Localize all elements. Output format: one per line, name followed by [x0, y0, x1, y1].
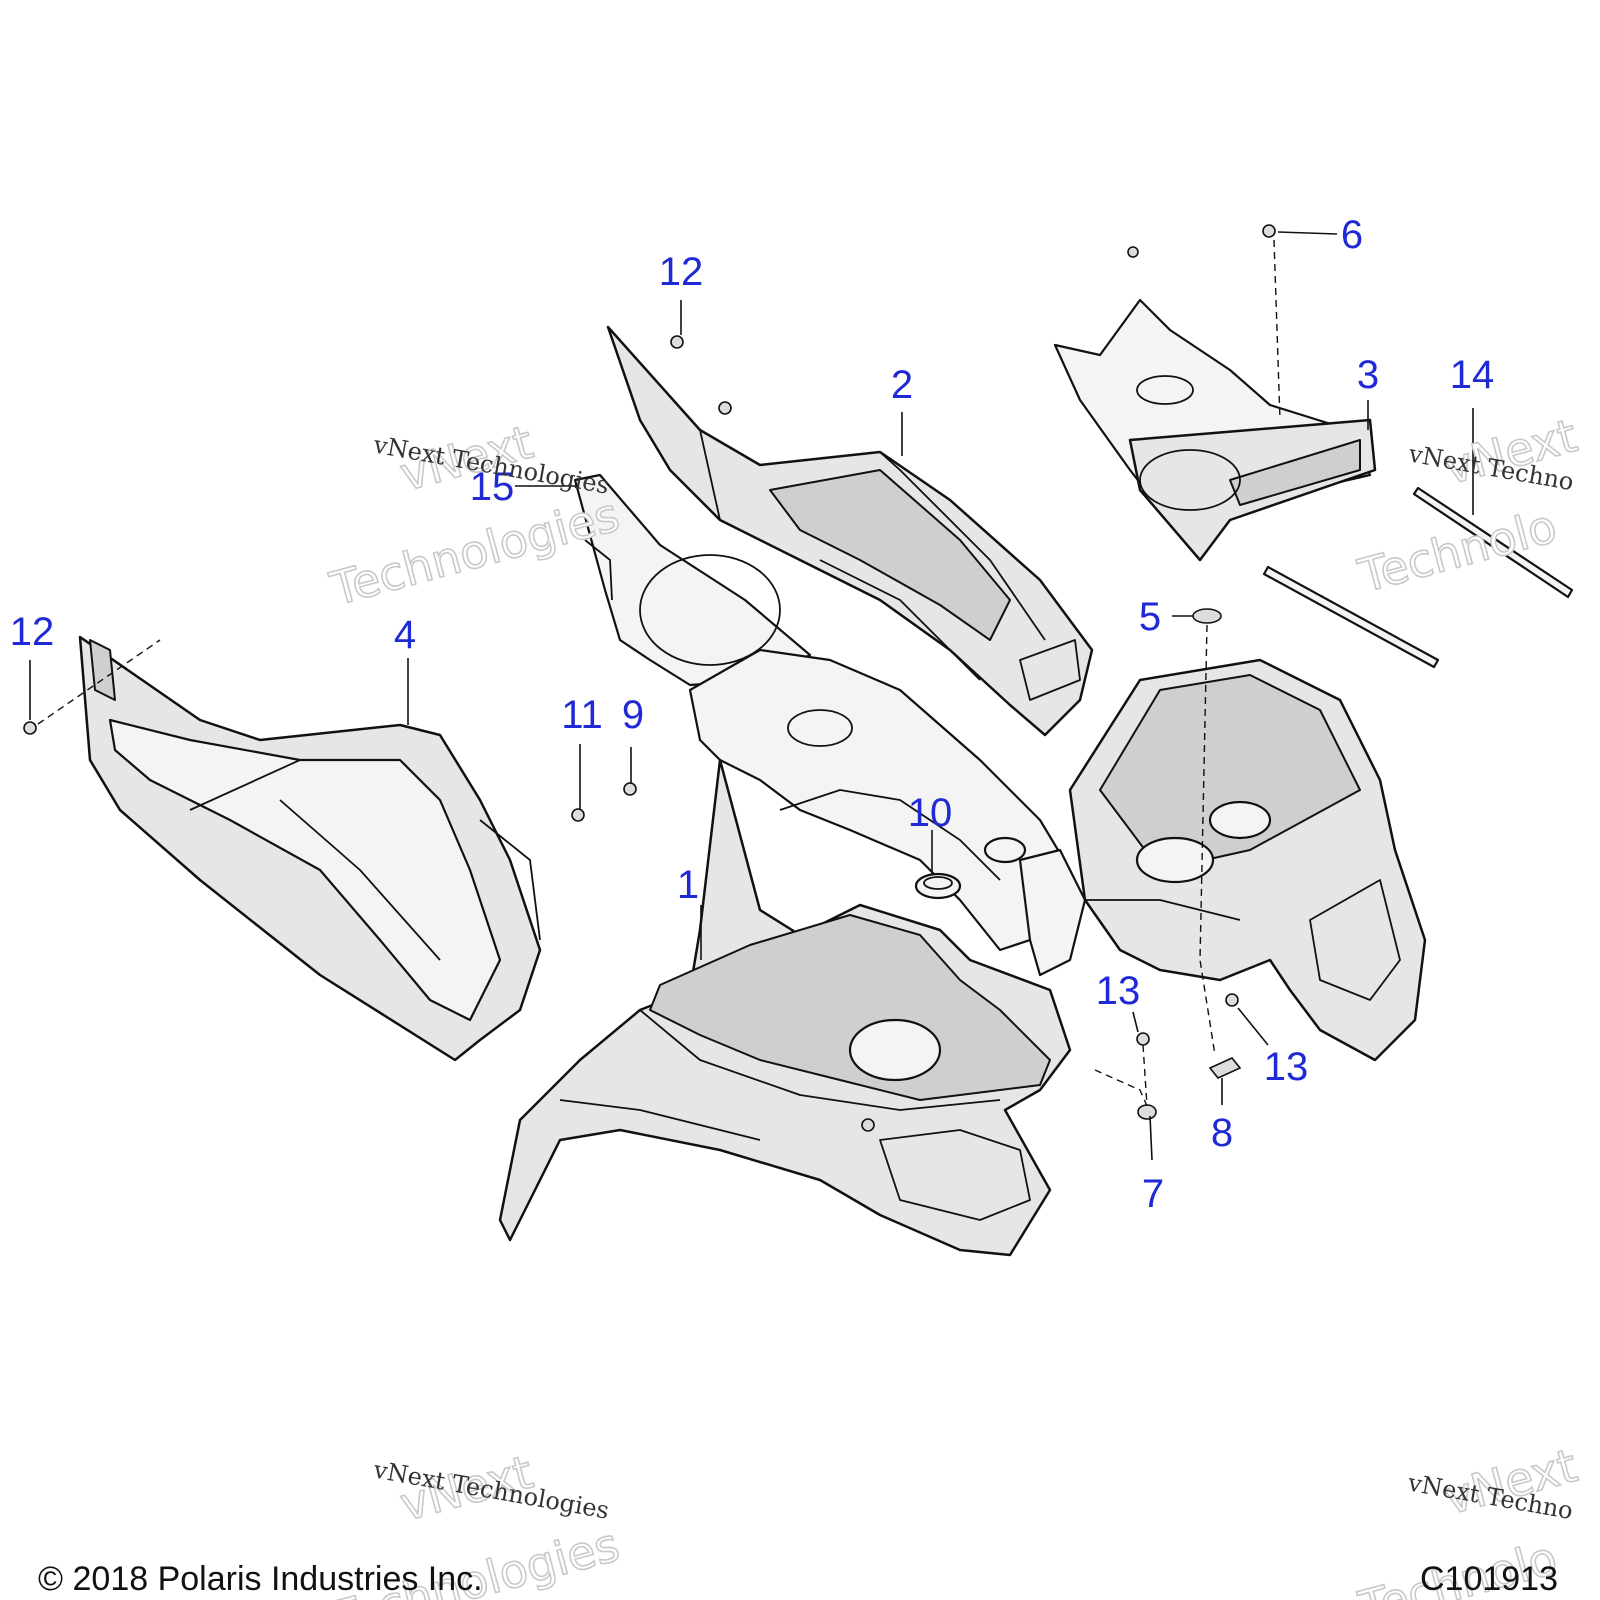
watermark-top-left: vNext Technologies vNext Technologies [324, 414, 626, 617]
part-4-side-panel [78, 635, 542, 1062]
callout-13-left: 13 [1096, 969, 1141, 1013]
part-rear-storage-box [1018, 658, 1427, 1062]
callout-4: 4 [394, 613, 416, 657]
callout-8: 8 [1211, 1111, 1233, 1155]
callout-15: 15 [470, 465, 515, 509]
callout-10: 10 [908, 791, 953, 835]
callout-13-right: 13 [1264, 1045, 1309, 1089]
callout-12-left: 12 [10, 610, 55, 654]
footer: © 2018 Polaris Industries Inc. C101913 [38, 1560, 1558, 1598]
part-3-rear-tray [1053, 298, 1377, 562]
callout-1: 1 [677, 863, 699, 907]
callout-labels: 1 2 3 4 5 6 7 8 9 10 11 12 12 13 13 14 1… [10, 213, 1495, 1216]
callout-14: 14 [1450, 353, 1495, 397]
callout-11: 11 [561, 693, 603, 737]
callout-12-top: 12 [659, 250, 704, 294]
callout-9: 9 [622, 693, 644, 737]
copyright-text: © 2018 Polaris Industries Inc. [38, 1560, 483, 1598]
callout-leader-lines [29, 231, 1474, 1161]
assembly-dash-lines [37, 239, 1281, 1107]
callout-6: 6 [1341, 213, 1363, 257]
callout-7: 7 [1142, 1172, 1164, 1216]
part-1-front-body [498, 648, 1072, 1257]
callout-2: 2 [891, 363, 913, 407]
part-14-rods [1262, 486, 1574, 669]
callout-3: 3 [1357, 353, 1379, 397]
part-2-upper-front-panel [606, 325, 1094, 737]
figure-code: C101913 [1420, 1560, 1558, 1598]
part-10-grommet [914, 836, 1027, 900]
callout-5: 5 [1139, 595, 1161, 639]
